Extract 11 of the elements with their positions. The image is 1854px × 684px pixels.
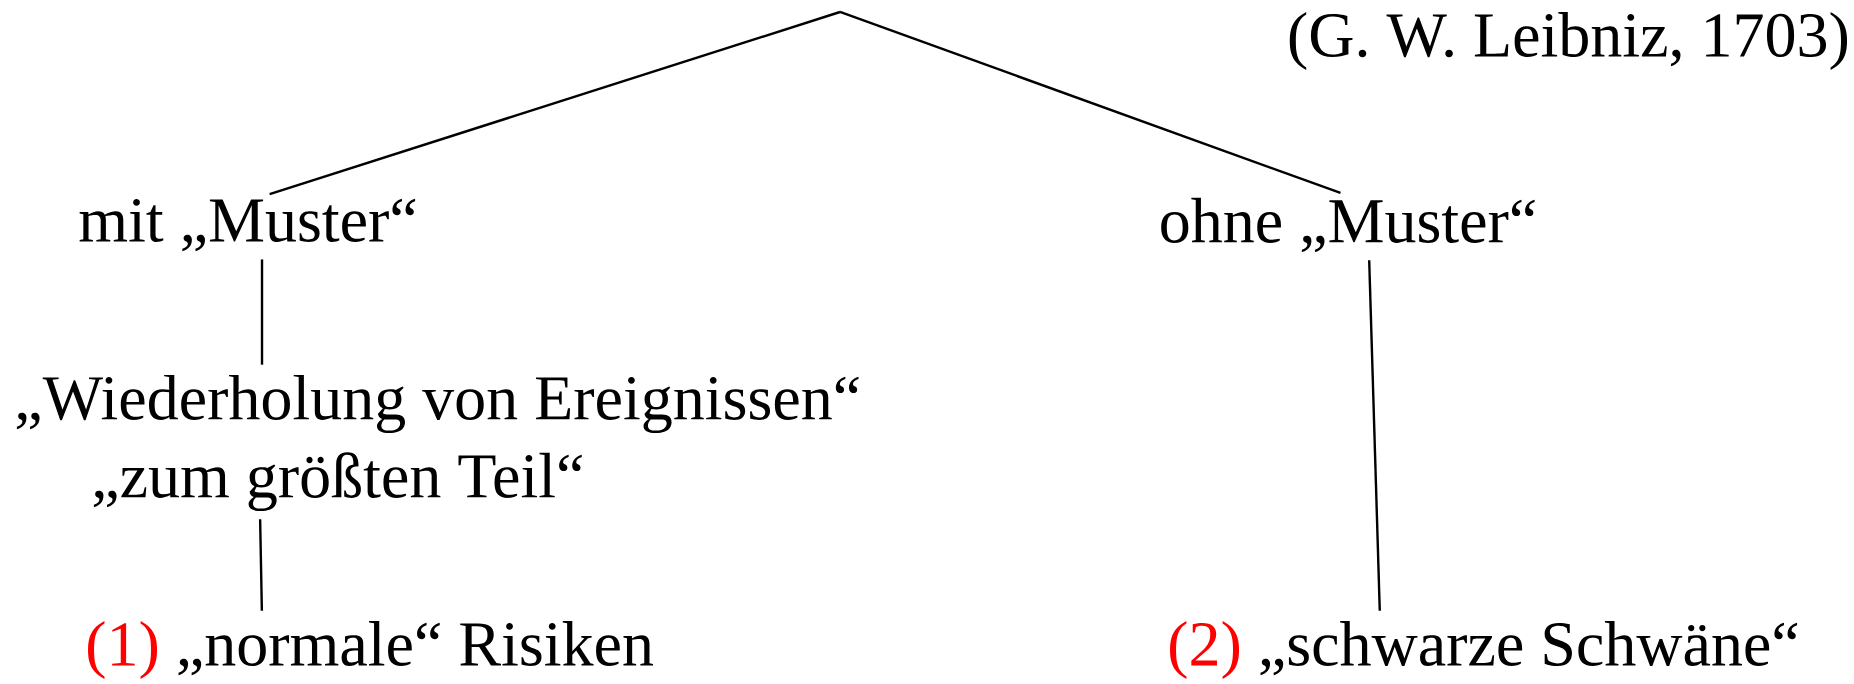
connector-line [1368, 260, 1381, 611]
connector-line [258, 519, 264, 611]
connector-line [839, 10, 1341, 195]
tree-label: mit „Muster“ [79, 198, 416, 252]
tree-label: ohne „Muster“ [1161, 197, 1535, 253]
connector-line [260, 259, 264, 365]
connector-line [269, 10, 841, 196]
tree-label: „Wiederholung von Ereignissen“ „zum größten Teil“ [16, 374, 859, 512]
outcome-label: (1) „normale“ Risiken [88, 620, 653, 679]
citation: (G. W. Leibniz, 1703) [1289, 11, 1848, 70]
outcome-label: (2) „schwarze Schwäne“ [1170, 620, 1798, 679]
